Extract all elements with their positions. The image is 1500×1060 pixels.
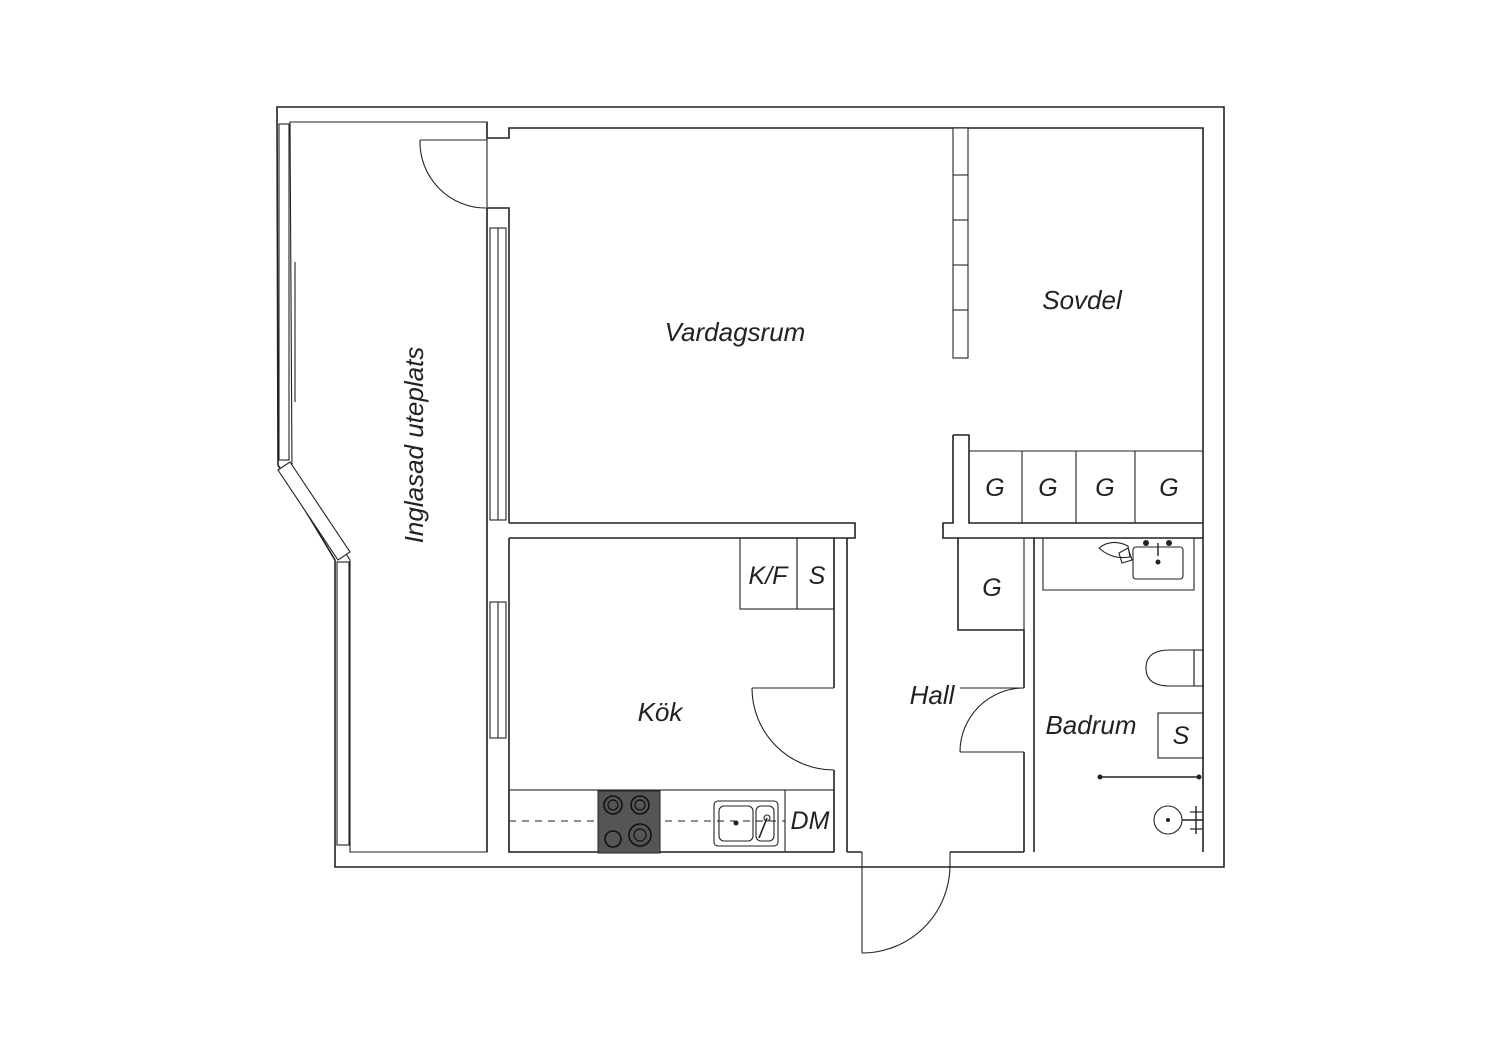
bathroom-sink-icon <box>1098 540 1184 580</box>
label-kok: Kök <box>638 697 685 727</box>
wardrobe-wall <box>942 434 1203 539</box>
label-inglasad-uteplats: Inglasad uteplats <box>399 347 429 544</box>
label-badrum: Badrum <box>1045 710 1136 740</box>
patio-door-leaf <box>419 139 487 209</box>
label-wardrobe-2: G <box>1038 474 1057 502</box>
shower-rail-icon <box>1097 774 1202 780</box>
room-divider-mullions <box>953 174 968 311</box>
label-hall-wardrobe: G <box>982 574 1001 602</box>
room-divider-panel <box>952 127 969 359</box>
kitchen-cabinet-box <box>796 537 835 610</box>
label-dishwasher: DM <box>791 807 830 835</box>
patio-apartment-wall <box>486 122 1204 852</box>
label-hall: Hall <box>910 680 956 710</box>
stove-icon <box>597 790 661 854</box>
label-wardrobe-1: G <box>985 474 1004 502</box>
patio-door-frame <box>486 207 510 852</box>
entrance-door-leaf <box>861 864 951 954</box>
patio-window-lower <box>336 561 350 846</box>
label-bathroom-cabinet: S <box>1173 722 1190 750</box>
patio-window-left <box>278 123 290 461</box>
label-wardrobe-3: G <box>1095 474 1114 502</box>
label-fridge-freezer: K/F <box>749 562 790 590</box>
kitchen-top-wall <box>509 522 856 852</box>
bathroom-vanity <box>1042 538 1195 591</box>
bathroom-cabinet-box <box>1157 712 1204 759</box>
patio-window-diagonal <box>277 461 351 561</box>
kitchen-sink-icon <box>713 800 779 847</box>
outer-wall <box>276 106 1225 868</box>
label-sovdel: Sovdel <box>1042 285 1123 315</box>
kitchen-door-leaf <box>751 687 835 771</box>
patio-outline <box>289 121 488 853</box>
bathroom-door-leaf <box>959 687 1025 753</box>
label-kitchen-cabinet: S <box>809 562 826 590</box>
label-wardrobe-4: G <box>1159 474 1178 502</box>
shower-head-icon <box>1153 805 1203 835</box>
toilet-icon <box>1145 649 1204 687</box>
label-vardagsrum: Vardagsrum <box>665 317 806 347</box>
